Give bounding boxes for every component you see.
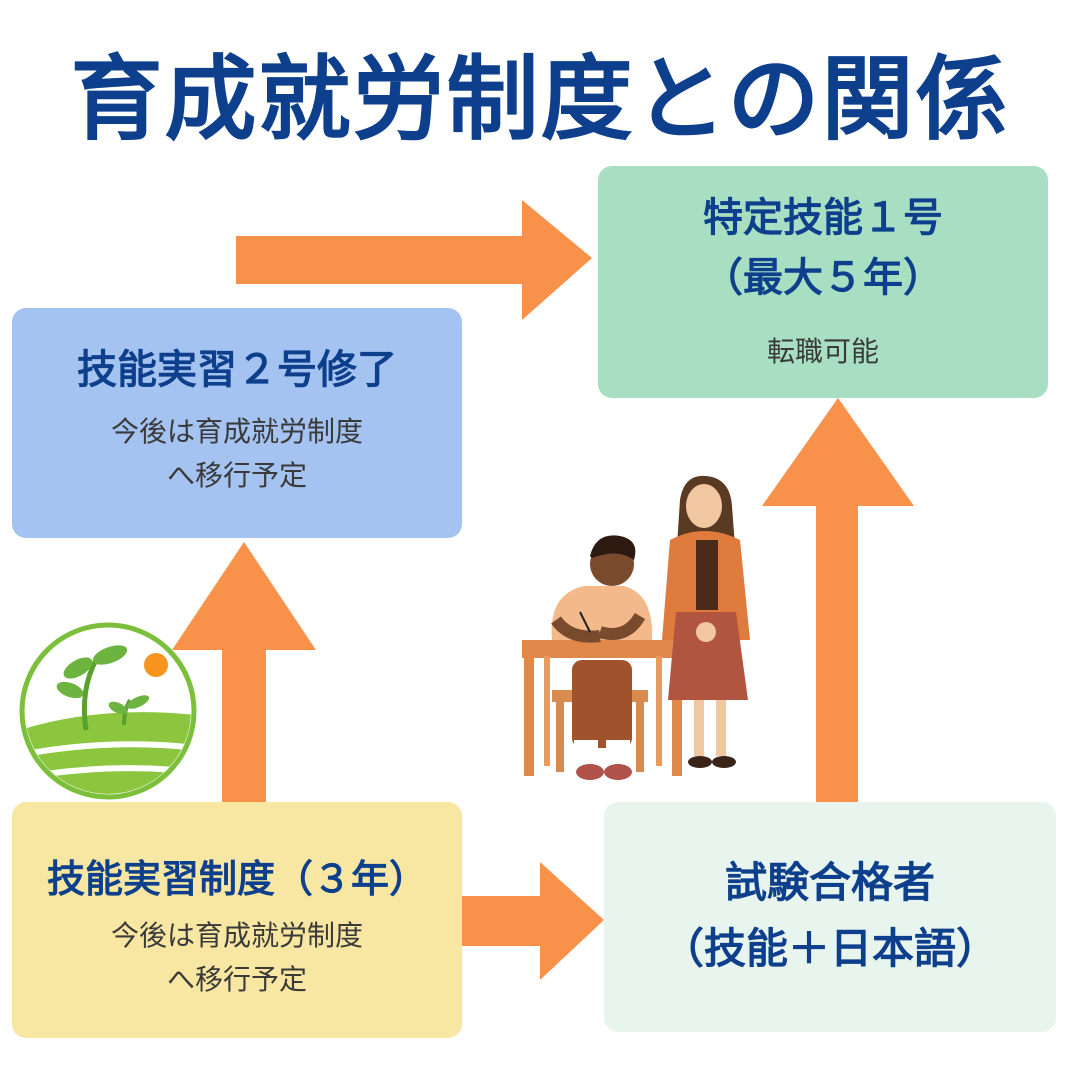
gino-seido-sub-line1: 今後は育成就労制度 (110, 919, 363, 952)
page-title: 育成就労制度との関係 (70, 46, 1010, 153)
gino-seido-sub-line2: へ移行予定 (166, 963, 307, 996)
arrow-up-right (762, 398, 914, 805)
shiken-heading-line2: （技能＋日本語） (661, 924, 998, 973)
shiken-goukakusha-box: 試験合格者 （技能＋日本語） (604, 802, 1056, 1032)
gino2-sub-line2: へ移行予定 (166, 459, 307, 492)
gino2-sub-line1: 今後は育成就労制度 (110, 415, 363, 448)
arrow-up-left (172, 542, 316, 805)
tokutei-heading-line2: （最大５年） (703, 255, 943, 301)
ginou-jisshu-seido-box: 技能実習制度（３年） 今後は育成就労制度 へ移行予定 (12, 802, 462, 1038)
arrow-right-top (236, 200, 592, 320)
tokutei-sub: 転職可能 (766, 335, 879, 368)
tokutei-ginou-box: 特定技能１号 （最大５年） 転職可能 (598, 166, 1048, 398)
arrow-right-bottom (462, 862, 604, 980)
teacher-illustration (662, 475, 750, 768)
tokutei-heading-line1: 特定技能１号 (703, 195, 943, 241)
shiken-heading-line1: 試験合格者 (724, 858, 935, 907)
student-illustration (522, 535, 684, 780)
gino-seido-heading: 技能実習制度（３年） (46, 857, 427, 901)
ginou-jisshu-2-box: 技能実習２号修了 今後は育成就労制度 へ移行予定 (12, 308, 462, 538)
gino2-heading: 技能実習２号修了 (77, 347, 397, 393)
sprout-logo-icon (19, 622, 197, 800)
